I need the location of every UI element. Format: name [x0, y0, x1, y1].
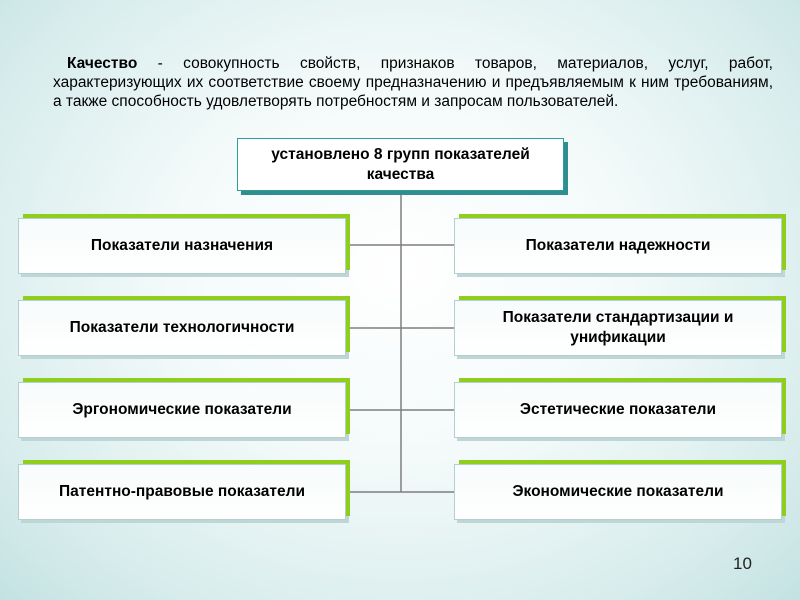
right-box-3: Эстетические показатели — [454, 378, 786, 438]
left-box-2: Показатели технологичности — [18, 296, 350, 356]
definition-text: - совокупность свойств, признаков товаро… — [53, 55, 773, 110]
quality-definition: Качество - совокупность свойств, признак… — [53, 54, 773, 111]
left-box-3-label: Эргономические показатели — [72, 401, 292, 418]
left-box-1: Показатели назначения — [18, 214, 350, 274]
left-box-2-label: Показатели технологичности — [69, 319, 295, 336]
definition-term: Качество — [67, 55, 138, 72]
page-number: 10 — [733, 554, 752, 573]
left-box-3: Эргономические показатели — [18, 378, 350, 438]
right-box-3-label: Эстетические показатели — [519, 401, 717, 418]
right-box-4: Экономические показатели — [454, 460, 786, 520]
left-box-4: Патентно-правовые показатели — [18, 460, 350, 520]
right-box-2-label: Показатели стандартизации и унификации — [502, 309, 734, 346]
right-box-2: Показатели стандартизации и унификации — [454, 296, 786, 356]
right-box-1: Показатели надежности — [454, 214, 786, 274]
left-box-1-label: Показатели назначения — [90, 237, 274, 254]
left-box-4-label: Патентно-правовые показатели — [59, 483, 305, 500]
right-box-4-label: Экономические показатели — [512, 483, 724, 500]
root-label: установлено 8 групп показателей качества — [271, 145, 530, 183]
right-box-1-label: Показатели надежности — [525, 237, 711, 254]
root-box: установлено 8 групп показателей качества — [237, 138, 564, 191]
